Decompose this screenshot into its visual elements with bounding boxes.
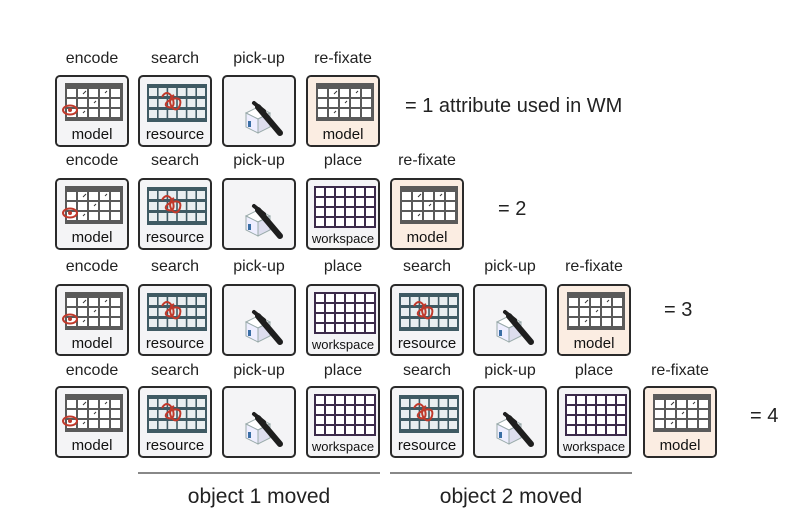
card-caption: model [573,335,615,352]
card-caption: workspace [311,231,375,246]
step-label: pick-up [233,152,285,169]
step-label: search [402,362,452,379]
card-caption: resource [145,229,205,246]
step-label: search [150,258,200,275]
step-label: encode [65,50,119,67]
model-card: model [55,386,129,458]
pickup-card [473,284,547,356]
card-caption: model [322,126,364,143]
workspace-card: workspace [306,386,380,458]
row-equation: = 3 [664,299,693,321]
model-refix-card: model [390,178,464,250]
step-label: place [323,258,363,275]
step-label: pick-up [233,258,285,275]
resource-card: resource [138,75,212,147]
card-caption: workspace [311,337,375,352]
workspace-card: workspace [306,178,380,250]
step-label: pick-up [233,50,285,67]
step-label: encode [65,258,119,275]
pickup-card [222,284,296,356]
card-caption: resource [145,437,205,454]
step-label: search [150,362,200,379]
pickup-card [222,75,296,147]
model-refix-card: model [306,75,380,147]
model-card: model [55,75,129,147]
card-caption: model [71,229,113,246]
resource-card: resource [138,386,212,458]
group-label: object 2 moved [439,485,583,508]
model-card: model [55,178,129,250]
step-label: search [150,50,200,67]
card-caption: resource [397,335,457,352]
card-caption: resource [397,437,457,454]
row-equation: = 4 [750,405,779,427]
card-caption: resource [145,126,205,143]
step-label: pick-up [484,258,536,275]
step-label: re-fixate [314,50,372,67]
card-caption: model [659,437,701,454]
resource-card: resource [138,178,212,250]
group-bracket [390,472,632,474]
row-equation: = 2 [498,198,527,220]
workspace-card: workspace [306,284,380,356]
step-label: encode [65,362,119,379]
group-bracket [138,472,380,474]
pickup-card [222,386,296,458]
step-label: encode [65,152,119,169]
model-card: model [55,284,129,356]
card-caption: workspace [562,439,626,454]
resource-card: resource [390,284,464,356]
group-label: object 1 moved [187,485,331,508]
card-caption: workspace [311,439,375,454]
card-caption: model [71,126,113,143]
step-label: pick-up [233,362,285,379]
step-label: place [574,362,614,379]
step-label: place [323,362,363,379]
step-label: re-fixate [651,362,709,379]
row-equation: = 1 attribute used in WM [405,95,623,117]
step-label: place [323,152,363,169]
resource-card: resource [138,284,212,356]
card-caption: model [406,229,448,246]
model-refix-card: model [557,284,631,356]
step-label: re-fixate [565,258,623,275]
model-refix-card: model [643,386,717,458]
resource-card: resource [390,386,464,458]
step-label: search [402,258,452,275]
workspace-card: workspace [557,386,631,458]
step-label: re-fixate [398,152,456,169]
card-caption: model [71,437,113,454]
step-label: pick-up [484,362,536,379]
pickup-card [222,178,296,250]
pickup-card [473,386,547,458]
card-caption: resource [145,335,205,352]
step-label: search [150,152,200,169]
card-caption: model [71,335,113,352]
